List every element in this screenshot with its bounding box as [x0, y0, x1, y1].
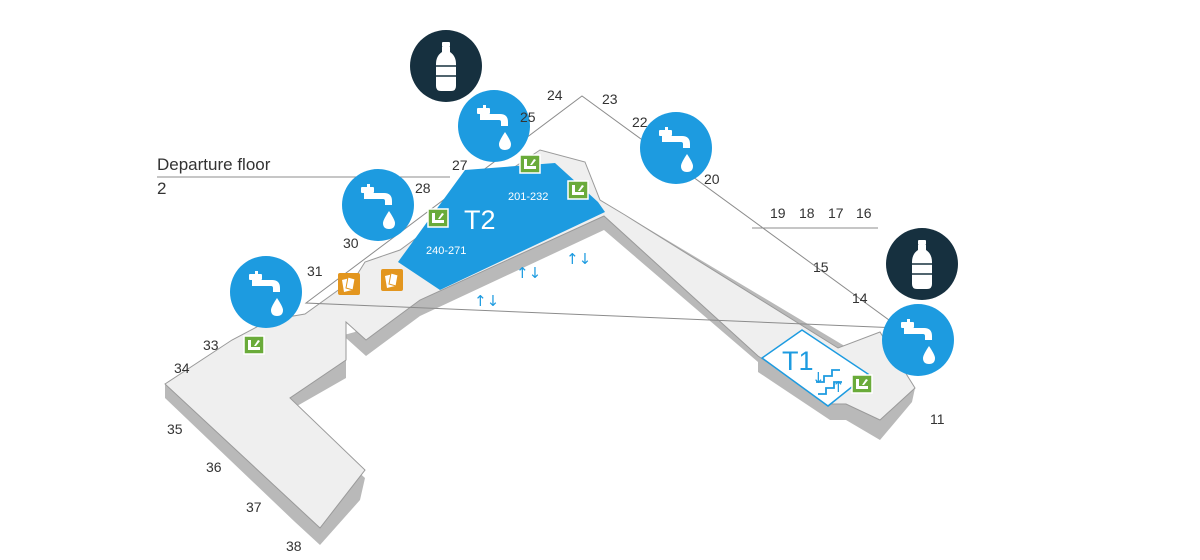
gate-label: 14 — [852, 290, 868, 306]
water-bottle-markers — [410, 30, 958, 300]
gate-label: 33 — [203, 337, 219, 353]
t1-up-arrow-icon: ↑ — [832, 378, 845, 396]
gate-numbers: 24 23 25 22 27 28 20 30 19 18 17 16 31 1… — [167, 87, 945, 554]
t1-down-arrow-icon: ↓ — [812, 369, 825, 387]
escalator-arrows-icon: ↑↓ — [516, 264, 541, 282]
gate-label: 30 — [343, 235, 359, 251]
gate-label: 24 — [547, 87, 563, 103]
t2-label: T2 — [464, 205, 496, 235]
gate-label: 36 — [206, 459, 222, 475]
gate-label: 11 — [930, 411, 945, 427]
security-check-icon — [243, 335, 265, 355]
gate-label: 25 — [520, 109, 536, 125]
gate-label: 28 — [415, 180, 431, 196]
gate-label: 15 — [813, 259, 829, 275]
security-check-icon — [519, 154, 541, 174]
water-bottle-icon[interactable] — [886, 228, 958, 300]
shopping-icon — [380, 268, 404, 292]
floor-number: 2 — [157, 179, 166, 198]
gate-label: 19 — [770, 205, 786, 221]
water-tap-icon[interactable] — [640, 112, 712, 184]
gate-label: 18 — [799, 205, 815, 221]
gate-label: 17 — [828, 205, 844, 221]
gate-label: 27 — [452, 157, 468, 173]
gate-label: 37 — [246, 499, 262, 515]
gate-label: 22 — [632, 114, 648, 130]
water-tap-icon[interactable] — [458, 90, 530, 162]
security-check-icon — [567, 180, 589, 200]
stairs-icon — [816, 369, 842, 395]
gate-label: 20 — [704, 171, 720, 187]
gate-label: 34 — [174, 360, 190, 376]
escalator-arrows: ↑↓ ↑↓ ↑↓ — [474, 250, 591, 310]
t1-label: T1 — [782, 346, 814, 376]
t2-gate-range-lower: 240-271 — [426, 245, 466, 257]
escalator-arrows-icon: ↑↓ — [474, 292, 499, 310]
gate-label: 16 — [856, 205, 872, 221]
security-check-icon — [851, 374, 873, 394]
water-tap-markers — [230, 90, 954, 376]
water-tap-icon[interactable] — [230, 256, 302, 328]
shopping-icon — [337, 272, 361, 296]
water-bottle-icon[interactable] — [410, 30, 482, 102]
t2-gate-range-upper: 201-232 — [508, 191, 548, 203]
water-tap-icon[interactable] — [882, 304, 954, 376]
gate-label: 35 — [167, 421, 183, 437]
terminal-t2-area: T2 201-232 240-271 — [398, 163, 605, 290]
water-tap-icon[interactable] — [342, 169, 414, 241]
floor-label: Departure floor 2 — [157, 155, 450, 198]
floor-title: Departure floor — [157, 155, 271, 174]
gate-label: 23 — [602, 91, 618, 107]
terminal-t1-area: T1 ↓ ↑ — [760, 329, 870, 407]
t2-zone — [398, 163, 605, 290]
t1-zone — [760, 329, 870, 407]
security-check-icon — [427, 208, 449, 228]
gate-label: 31 — [307, 263, 323, 279]
gate-label: 38 — [286, 538, 302, 554]
escalator-arrows-icon: ↑↓ — [566, 250, 591, 268]
